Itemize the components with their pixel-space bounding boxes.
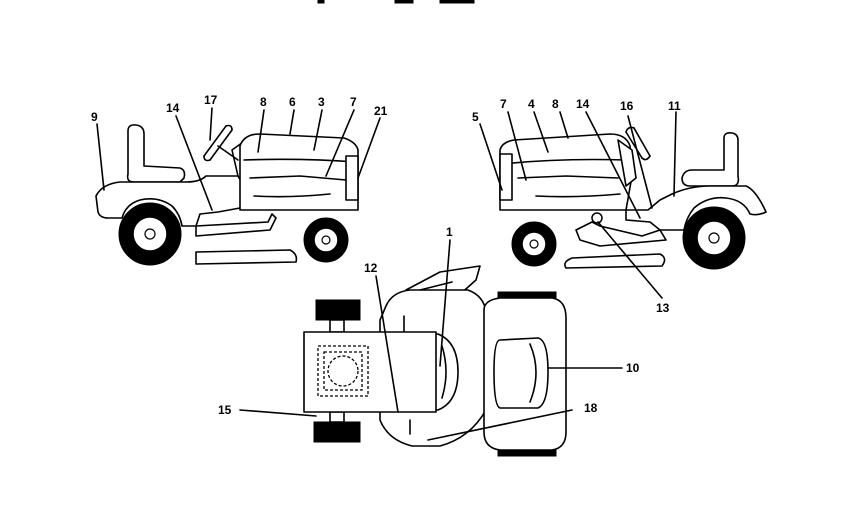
callout-8: 8	[260, 95, 267, 109]
callout-17: 17	[204, 93, 218, 107]
top-view-callouts: 1 12 10 15 18	[218, 225, 640, 417]
callout-4: 4	[528, 97, 535, 111]
tractor-left-side-view	[95, 124, 359, 266]
right-view-leaders	[479, 111, 677, 299]
callout-12: 12	[364, 261, 378, 275]
callout-5: 5	[472, 110, 479, 124]
callout-18: 18	[584, 401, 598, 415]
callout-1: 1	[446, 225, 453, 239]
callout-8: 8	[552, 97, 559, 111]
callout-15: 15	[218, 403, 232, 417]
callout-7: 7	[350, 95, 357, 109]
callout-13: 13	[656, 301, 670, 315]
header-remnant	[317, 0, 475, 4]
callout-10: 10	[626, 361, 640, 375]
left-view-leaders	[96, 107, 381, 211]
tractor-right-side-view	[499, 126, 767, 270]
callout-14: 14	[166, 101, 180, 115]
top-view-leaders	[239, 239, 623, 441]
tractor-top-view	[303, 265, 567, 457]
callout-21: 21	[374, 104, 388, 118]
callout-14: 14	[576, 97, 590, 111]
callout-16: 16	[620, 99, 634, 113]
callout-3: 3	[318, 95, 325, 109]
right-view-callouts: 5 7 4 8 14 16 11 13	[472, 97, 681, 315]
callout-6: 6	[289, 95, 296, 109]
left-view-callouts: 9 14 17 8 6 3 7 21	[91, 93, 388, 124]
callout-11: 11	[668, 99, 681, 113]
callout-9: 9	[91, 110, 98, 124]
callout-7: 7	[500, 97, 507, 111]
